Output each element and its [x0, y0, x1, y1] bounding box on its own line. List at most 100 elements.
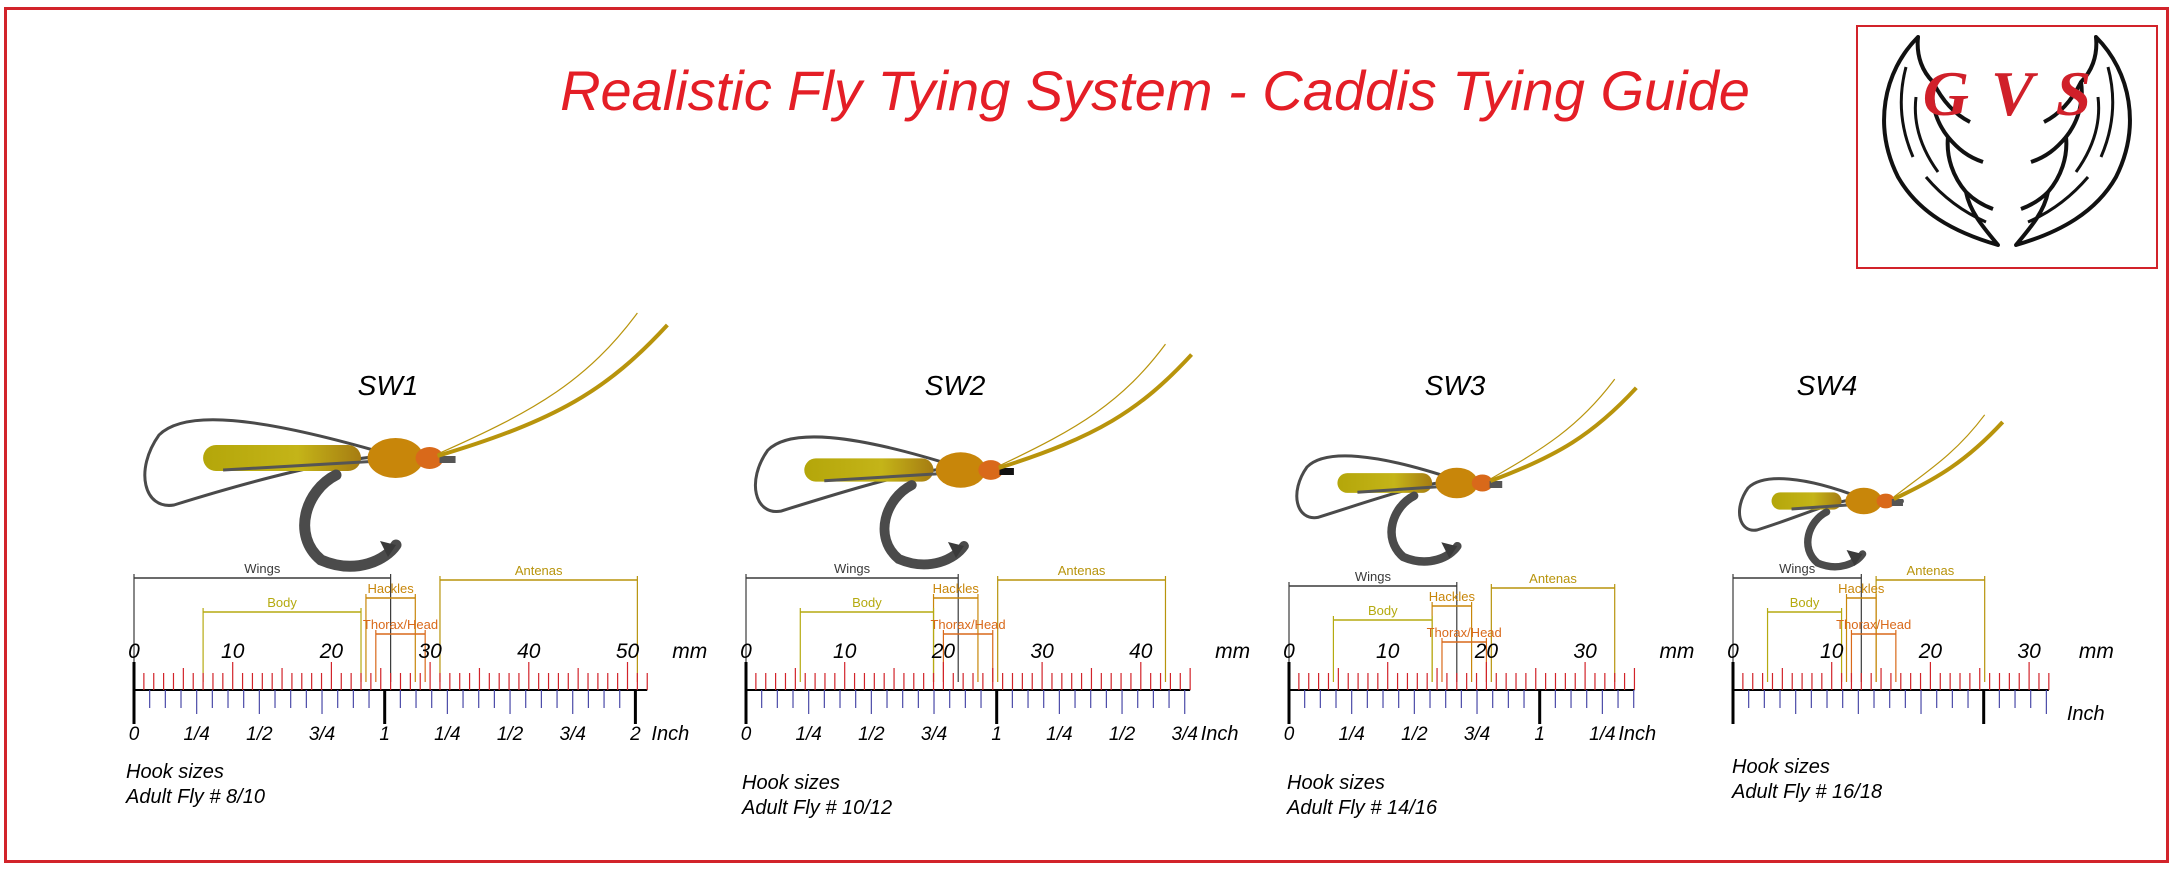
fly-name: SW2: [925, 370, 986, 401]
dimension-label: Hackles: [1838, 581, 1885, 596]
mm-tick-label: 20: [1474, 640, 1499, 663]
inch-tick-label: 3/4: [560, 724, 586, 745]
thorax-head-dimension: Thorax/Head: [363, 617, 438, 682]
mm-tick-label: 50: [616, 640, 640, 663]
wing-outline: [1738, 477, 1862, 532]
dimension-label: Body: [267, 595, 297, 610]
antenna: [998, 353, 1194, 470]
fly-name: SW4: [1797, 370, 1858, 401]
hook-point: [380, 541, 397, 557]
mm-tick-label: 0: [740, 640, 752, 663]
fly-name: SW3: [1425, 370, 1486, 401]
hook-point: [1441, 542, 1458, 559]
antenas-dimension: Antenas: [439, 563, 638, 682]
logo-box: GVS: [1856, 25, 2158, 269]
dimension-label: Body: [1368, 603, 1398, 618]
fly-head: [1876, 493, 1895, 509]
mm-tick-label: 10: [1820, 640, 1844, 663]
mm-unit-label: mm: [2079, 640, 2114, 663]
antenna: [436, 323, 669, 458]
fly-head: [978, 460, 1004, 480]
inch-tick-label: 0: [1284, 724, 1295, 745]
mm-tick-label: 10: [1376, 640, 1400, 663]
wings-dimension: Wings: [1288, 569, 1458, 682]
hook-size-value: Adult Fly # 16/18: [1731, 781, 1882, 803]
inch-unit-label: Inch: [1201, 723, 1239, 745]
mm-unit-label: mm: [1215, 640, 1250, 663]
fly-thorax: [367, 438, 424, 478]
inch-tick-label: 1/2: [1401, 724, 1428, 745]
page-title: Realistic Fly Tying System - Caddis Tyin…: [560, 59, 1750, 122]
hook-point: [1846, 550, 1863, 566]
hook-size-value: Adult Fly # 8/10: [125, 786, 265, 808]
mm-tick-label: 0: [1727, 640, 1739, 663]
hackles-dimension: Hackles: [1838, 581, 1885, 682]
mm-tick-label: 30: [418, 640, 442, 663]
mm-tick-label: 0: [128, 640, 140, 663]
page-border: [4, 7, 2169, 863]
mm-tick-label: 10: [833, 640, 857, 663]
caddis-fly: [753, 343, 1194, 570]
fly-head: [1471, 474, 1494, 492]
hook-sizes-label: Hook sizes: [1287, 772, 1385, 794]
thorax-head-dimension: Thorax/Head: [1836, 617, 1911, 682]
dimension-label: Antenas: [1907, 563, 1955, 578]
caddis-fly: [143, 312, 669, 572]
inch-tick-label: 1/4: [434, 724, 460, 745]
antenas-dimension: Antenas: [1490, 571, 1616, 682]
inch-tick-label: 2: [629, 724, 641, 745]
antenna: [1489, 386, 1638, 483]
dimension-label: Body: [852, 595, 882, 610]
caddis-fly: [1738, 414, 2005, 571]
wings-dimension: Wings: [745, 561, 959, 682]
inch-tick-label: 3/4: [1464, 724, 1490, 745]
hook-sizes-label: Hook sizes: [126, 761, 224, 783]
dimension-label: Antenas: [1058, 563, 1106, 578]
fly-thorax: [1845, 487, 1883, 515]
antenna: [437, 312, 638, 455]
dimension-label: Wings: [244, 561, 281, 576]
dimension-label: Hackles: [933, 581, 980, 596]
mm-tick-label: 30: [2017, 640, 2041, 663]
angel-wings-icon: [1882, 35, 2132, 247]
mm-tick-label: 20: [931, 640, 956, 663]
inch-tick-label: 3/4: [309, 724, 335, 745]
dimension-label: Antenas: [1529, 571, 1577, 586]
mm-tick-label: 30: [1030, 640, 1054, 663]
hook-eye: [1489, 481, 1503, 488]
antenna: [1490, 378, 1616, 480]
hook-sizes-label: Hook sizes: [742, 772, 840, 794]
hook-point: [947, 541, 964, 558]
wings-dimension: Wings: [133, 561, 392, 682]
body-dimension: Body: [799, 595, 935, 682]
inch-tick-label: 1/4: [795, 724, 821, 745]
inch-tick-label: 1/4: [183, 724, 209, 745]
inch-tick-label: 1/4: [1589, 724, 1615, 745]
inch-tick-label: 1/2: [246, 724, 273, 745]
hook-eye: [999, 468, 1014, 475]
fly-thorax: [935, 452, 986, 488]
inch-unit-label: Inch: [1618, 723, 1656, 745]
dimension-label: Wings: [1355, 569, 1392, 584]
hook-eye: [1891, 499, 1903, 506]
fly-head: [415, 447, 444, 469]
inch-tick-label: 3/4: [921, 724, 947, 745]
inch-tick-label: 0: [741, 724, 752, 745]
fly-thorax: [1435, 467, 1479, 499]
hook-size-value: Adult Fly # 10/12: [741, 797, 892, 819]
inch-unit-label: Inch: [2067, 703, 2105, 725]
hook-sizes-label: Hook sizes: [1732, 756, 1830, 778]
caddis-fly: [1295, 378, 1638, 566]
dimension-label: Wings: [834, 561, 871, 576]
inch-tick-label: 1/2: [858, 724, 885, 745]
inch-tick-label: 1/4: [1046, 724, 1072, 745]
dimension-label: Thorax/Head: [363, 617, 438, 632]
